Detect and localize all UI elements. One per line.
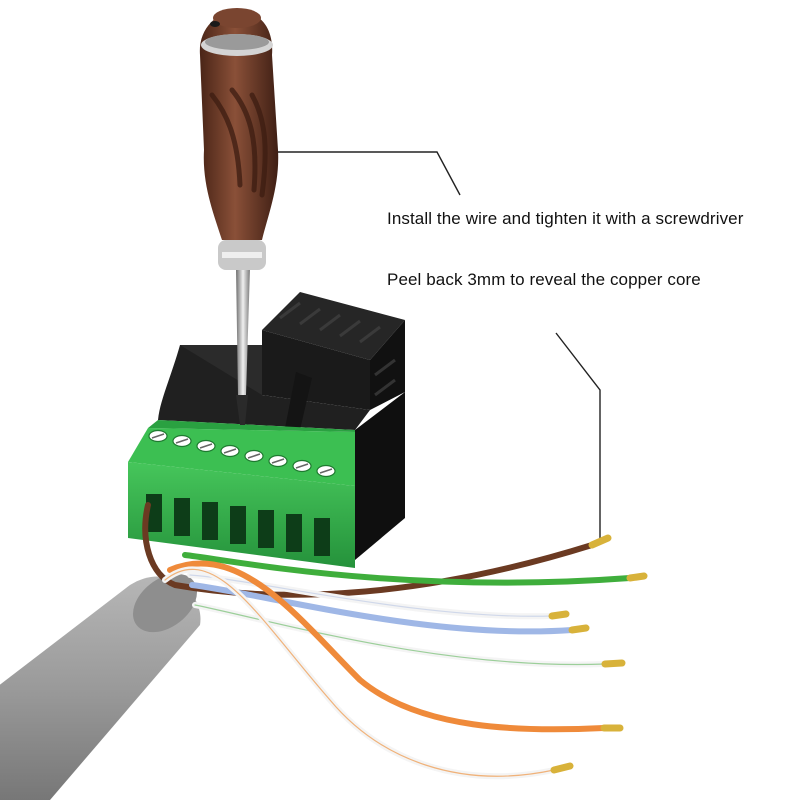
- leader-line-install: [258, 151, 461, 196]
- wire-white-green: [192, 602, 626, 668]
- install-instruction-label: Install the wire and tighten it with a s…: [387, 209, 744, 228]
- screwdriver-icon: [199, 8, 279, 425]
- terminal-block-icon: [128, 420, 355, 568]
- wire-blue: [189, 582, 590, 635]
- leader-line-peel: [555, 332, 601, 538]
- wire-white-orange: [162, 566, 574, 780]
- peel-instruction-label: Peel back 3mm to reveal the copper core: [387, 270, 701, 289]
- wire-orange: [167, 560, 624, 733]
- cable-icon: [0, 573, 201, 800]
- wire-green: [182, 552, 648, 586]
